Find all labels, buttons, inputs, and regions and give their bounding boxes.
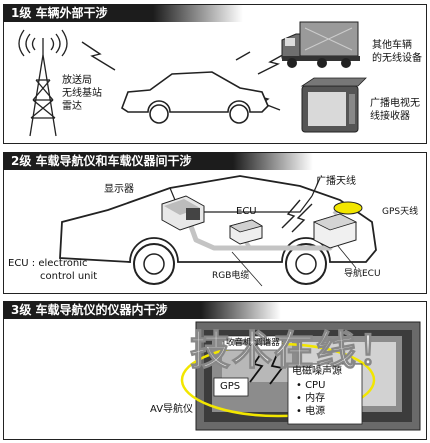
tv-label-line2: 线接收器 [370,111,410,122]
level2-header-fade [233,152,313,170]
noise-item-label: 电源 [305,406,326,417]
tv-receiver-icon [300,77,367,133]
level1-header-fade [153,4,243,22]
level3-header: 3级 车载导航仪的仪器内干涉 [3,301,201,319]
station-label-line1: 放送局 [62,75,92,86]
level3-header-fade [201,301,281,319]
display-unit-icon [161,195,205,231]
av-navigation-label: AV导航仪 [150,404,194,415]
car-silhouette [121,71,269,113]
truck-icon [281,21,360,68]
broadcast-antenna-label: 广播天线 [316,176,356,187]
nav-ecu-label: 导航ECU [344,269,381,279]
receiver-box [223,335,283,351]
noise-item-memory: • 内存 [296,393,326,404]
broadcast-tower-icon [18,29,68,137]
truck-label-line2: 的无线设备 [372,53,422,64]
ecu-box-icon [228,219,264,245]
level1-header: 1级 车辆外部干涉 [3,4,153,22]
level2-header: 2级 车载导航仪和车载仪器间干涉 [3,152,233,170]
gps-box [213,377,249,397]
receiver-label: 收音机 调谐器 [226,338,280,348]
watermark-text: 技术在线！ [189,327,400,374]
truck-label-line1: 其他车辆 [372,40,412,51]
gps-antenna-icon [333,201,363,215]
broadcast-antenna-icon [311,177,321,197]
noise-item-label: 内存 [305,393,326,404]
nav-ecu-box-icon [312,213,358,249]
car-wheel [149,104,169,124]
noise-item-power: • 电源 [296,406,326,417]
gps-antenna-label: GPS天线 [382,207,419,217]
tv-label-line1: 广播电视无 [370,98,420,109]
station-label-line3: 雷达 [62,101,82,112]
noise-source-box [287,363,363,425]
ecu-note-line1: ECU : electronic [8,258,88,269]
gps-label: GPS [220,381,241,392]
station-label-line2: 无线基站 [62,88,102,99]
car-wheel [229,104,249,124]
noise-title: 电磁噪声源 [292,366,342,377]
interference-bolt-icon [281,199,313,233]
display-label: 显示器 [104,184,134,195]
noise-item-label: CPU [305,380,326,391]
ecu-label: ECU [236,206,257,217]
noise-item-cpu: • CPU [296,380,326,391]
rgb-cable-label: RGB电缆 [212,271,250,281]
car-body-outline [59,175,377,263]
interference-bolt-icon [249,351,284,385]
ecu-note-line2: control unit [40,271,98,282]
